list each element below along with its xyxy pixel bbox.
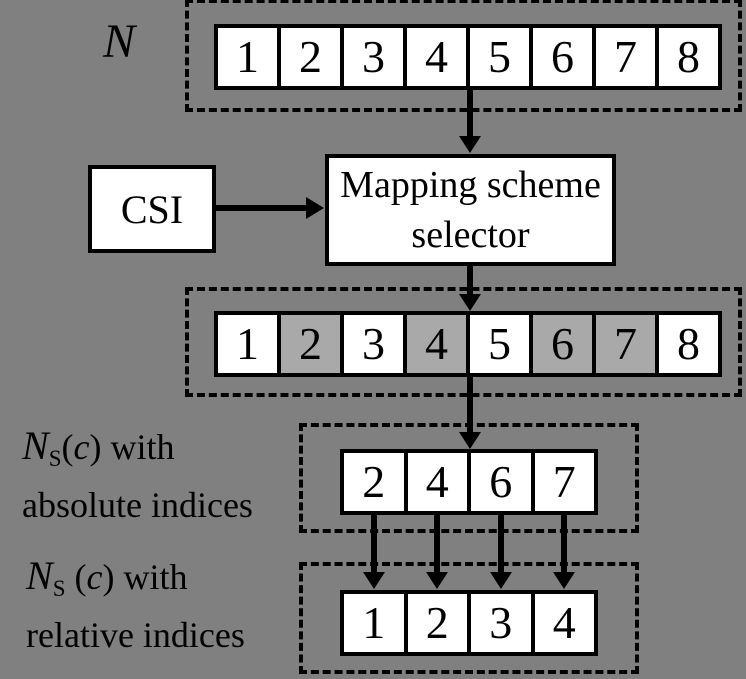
arrow-abs-to-rel-2-line <box>434 512 440 574</box>
arrow-abs-to-rel-4-line <box>561 512 567 574</box>
arrow-abs-to-rel-3-head <box>490 572 512 589</box>
cell: 7 <box>596 315 655 373</box>
cell: 2 <box>281 315 340 373</box>
arrow-selector-to-mappedset-line <box>467 262 473 296</box>
close-paren: ) <box>89 427 102 467</box>
cell: 7 <box>596 28 655 86</box>
cell: 4 <box>407 28 466 86</box>
set-symbol: N <box>103 15 136 68</box>
cell: 2 <box>407 594 467 652</box>
arrow-abs-to-rel-1-line <box>371 512 377 574</box>
arrow-abs-to-rel-4-head <box>553 572 575 589</box>
arrow-csi-to-selector-head <box>306 197 324 219</box>
label-relative-line2: relative indices <box>26 615 245 655</box>
cell: 6 <box>471 453 531 511</box>
label-suffix: with <box>114 557 188 597</box>
csi-label: CSI <box>120 186 184 232</box>
cell: 1 <box>218 315 277 373</box>
cell: 5 <box>470 315 529 373</box>
row-absolute-indices: 2 4 6 7 <box>340 449 598 515</box>
arrow-mappedset-to-absolute-head <box>459 432 481 449</box>
cell: 2 <box>344 453 404 511</box>
cell: 3 <box>471 594 531 652</box>
cell: 7 <box>534 453 594 511</box>
label-absolute-indices: NS(c) with absolute indices <box>22 422 253 529</box>
mapping-scheme-selector-box: Mapping scheme selector <box>325 154 616 266</box>
close-paren: ) <box>102 557 115 597</box>
cell: 4 <box>534 594 594 652</box>
open-paren: ( <box>61 427 74 467</box>
row-full-set: 1 2 3 4 5 6 7 8 <box>214 24 722 90</box>
label-suffix: with <box>101 427 175 467</box>
cell: 1 <box>218 28 277 86</box>
cell: 4 <box>407 315 466 373</box>
cell: 3 <box>344 315 403 373</box>
row-mapped-set: 1 2 3 4 5 6 7 8 <box>214 311 722 377</box>
label-absolute-line1: NS(c) with <box>22 422 253 482</box>
cell: 4 <box>407 453 467 511</box>
arrow-abs-to-rel-3-line <box>498 512 504 574</box>
set-symbol: N <box>26 553 53 598</box>
label-relative-line1: NS (c) with <box>26 552 245 612</box>
cell: 8 <box>659 28 718 86</box>
label-absolute-line2: absolute indices <box>22 485 253 525</box>
cell: 5 <box>470 28 529 86</box>
arrow-selector-to-mappedset-head <box>459 294 481 311</box>
label-relative-indices: NS (c) with relative indices <box>26 552 245 659</box>
set-symbol: N <box>22 423 49 468</box>
arrow-abs-to-rel-2-head <box>426 572 448 589</box>
cell: 6 <box>533 315 592 373</box>
set-subscript: S <box>48 446 62 471</box>
cell: 6 <box>533 28 592 86</box>
row-relative-indices: 1 2 3 4 <box>340 590 598 656</box>
label-full-set-symbol: N <box>103 14 135 69</box>
set-subscript: S <box>52 576 66 601</box>
arrow-fullset-to-selector-line <box>467 87 473 137</box>
selector-label-line2: selector <box>411 214 530 256</box>
argument-c: c <box>86 557 103 597</box>
cell: 3 <box>344 28 403 86</box>
cell: 8 <box>659 315 718 373</box>
dashed-box-relative-set <box>299 562 639 674</box>
selector-label-line1: Mapping scheme <box>340 164 601 206</box>
csi-box: CSI <box>88 165 216 253</box>
arrow-fullset-to-selector-head <box>459 136 481 153</box>
arrow-abs-to-rel-1-head <box>363 572 385 589</box>
cell: 1 <box>344 594 404 652</box>
arrow-mappedset-to-absolute-line <box>467 374 473 434</box>
cell: 2 <box>281 28 340 86</box>
dashed-box-full-set <box>185 0 742 112</box>
open-paren: ( <box>65 557 87 597</box>
arrow-csi-to-selector-line <box>212 205 308 211</box>
argument-c: c <box>73 427 90 467</box>
dashed-box-mapped-set <box>185 287 742 397</box>
